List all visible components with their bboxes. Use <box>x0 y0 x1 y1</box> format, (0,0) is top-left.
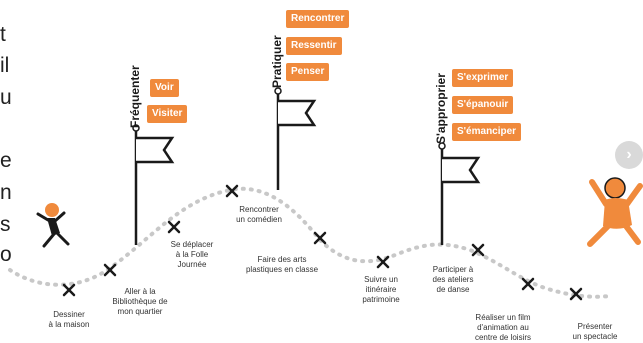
cross-icon <box>521 277 535 291</box>
cross-icon <box>167 220 181 234</box>
step-caption: Participer à des ateliers de danse <box>432 265 474 294</box>
chevron-right-icon: › <box>626 146 632 163</box>
tag-badge: S'exprimer <box>452 69 514 87</box>
flag-icon <box>274 87 317 190</box>
tag-badge: S'épanouir <box>452 96 514 114</box>
next-slide-button[interactable]: › <box>615 141 643 169</box>
side-text-line: n <box>0 181 12 204</box>
step-caption: Réaliser un film d'animation au centre d… <box>474 313 532 342</box>
tag-badge: Voir <box>150 79 179 97</box>
step-caption: Dessiner à la maison <box>48 310 90 329</box>
side-text-line: o <box>0 243 12 266</box>
tag-badge: Penser <box>286 63 330 81</box>
cross-icon <box>313 231 327 245</box>
flag-label: Fréquenter <box>128 65 142 128</box>
flag-icon <box>438 142 481 245</box>
cross-icon <box>62 283 76 297</box>
step-caption: Suivre un itinéraire patrimoine <box>362 275 400 304</box>
tag-badge: S'émanciper <box>452 123 522 141</box>
tag-badge: Visiter <box>147 105 188 123</box>
step-caption: Se déplacer à la Folle Journée <box>170 240 214 269</box>
cross-icon <box>471 243 485 257</box>
side-text-line: e <box>0 149 12 172</box>
tag-badge: Rencontrer <box>286 10 350 28</box>
step-markers <box>62 184 583 301</box>
step-caption: Présenter un spectacle <box>572 322 618 341</box>
cross-icon <box>376 255 390 269</box>
cross-icon <box>569 287 583 301</box>
jumping-person-icon <box>587 177 643 247</box>
cross-icon <box>225 184 239 198</box>
tag-badge: Ressentir <box>286 37 342 55</box>
flag-icon <box>132 124 175 245</box>
side-text-line: s <box>0 213 11 236</box>
flag-label: S'approprier <box>434 73 448 144</box>
side-text-line: t <box>0 23 6 46</box>
side-text-line: u <box>0 86 12 109</box>
step-caption: Faire des arts plastiques en classe <box>245 255 319 274</box>
flag-label: Pratiquer <box>270 35 284 88</box>
step-caption: Rencontrer un comédien <box>236 205 282 224</box>
cross-icon <box>103 263 117 277</box>
running-person-icon <box>36 203 70 248</box>
dotted-path <box>8 186 612 299</box>
step-caption: Aller à la Bibliothèque de mon quartier <box>112 287 168 316</box>
side-text-line: il <box>0 54 10 77</box>
